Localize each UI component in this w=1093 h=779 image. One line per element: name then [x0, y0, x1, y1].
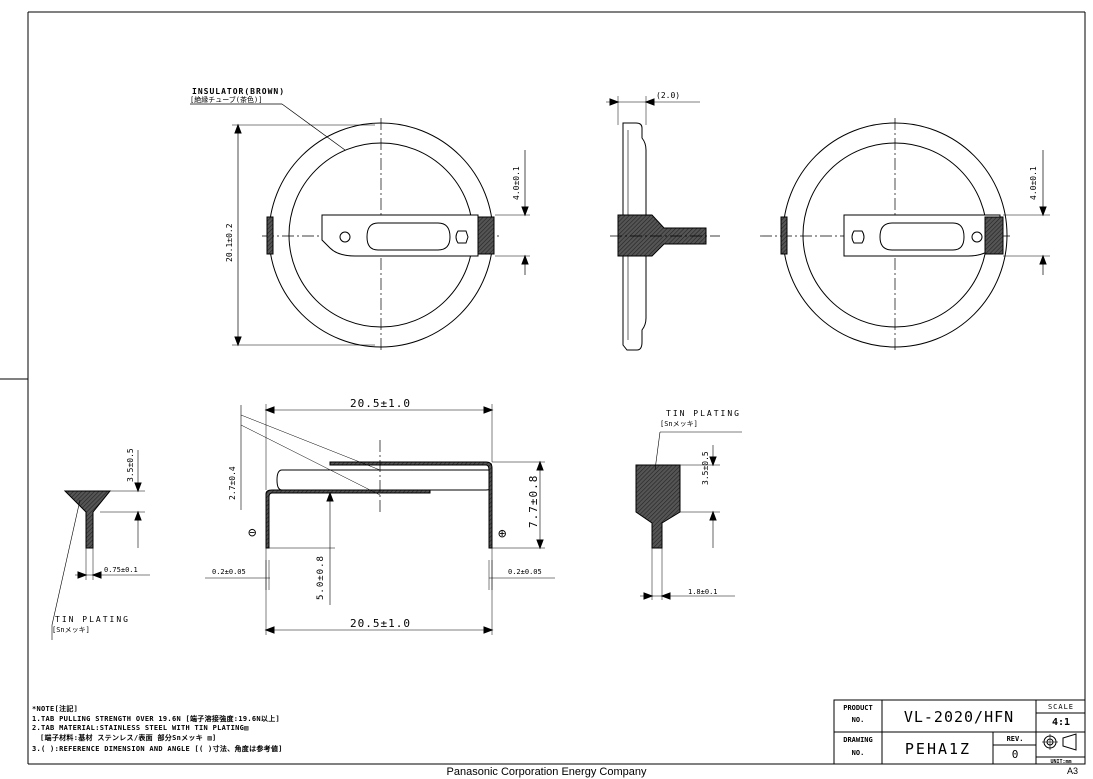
sheet-size: A3 — [1066, 766, 1078, 776]
dim-tab-offset-left: 4.0±0.1 — [512, 166, 521, 200]
dim-right-detail-height: 3.5±0.5 — [701, 451, 710, 485]
dim-diameter: 20.1±0.2 — [225, 223, 234, 262]
product-no-label-1: PRODUCT — [843, 704, 873, 712]
title-block-frame — [833, 699, 1086, 765]
insulator-label: INSULATOR(BROWN) — [192, 87, 286, 96]
dim-leg: 5.0±0.8 — [316, 555, 326, 600]
tab-detail-right — [635, 431, 742, 600]
plus-symbol: ⊕ — [498, 526, 507, 542]
note-2-jp: [端子材料:基材 ステンレス/表面 部分Snメッキ ▨] — [40, 734, 217, 742]
dim-thickness: (2.0) — [656, 91, 681, 100]
note-heading: *NOTE[注記] — [32, 705, 79, 713]
unit-label: UNIT:mm — [1050, 759, 1072, 765]
scale-label: SCALE — [1047, 703, 1075, 711]
tab-detail-left — [51, 450, 150, 640]
dim-width-bottom: 20.5±1.0 — [350, 617, 411, 630]
battery-front-view — [190, 103, 530, 352]
dim-tab-rise: 2.7±0.4 — [228, 466, 237, 500]
rev-value: 0 — [1011, 748, 1019, 761]
sheet-frame — [0, 11, 1086, 765]
dim-width-top: 20.5±1.0 — [350, 397, 411, 410]
tin-plating-label-jp-right: [Snメッキ] — [660, 420, 698, 428]
drawing-no-label-1: DRAWING — [843, 736, 873, 744]
dim-left-detail-width: 0.75±0.1 — [104, 566, 138, 574]
note-1: 1.TAB PULLING STRENGTH OVER 19.6N [端子溶接強… — [32, 715, 281, 723]
insulator-label-jp: [絶縁チューブ(茶色)] — [190, 96, 263, 104]
scale-value: 4:1 — [1051, 717, 1071, 728]
tin-plating-label-left: TIN PLATING — [55, 615, 130, 624]
dim-right-detail-width: 1.8±0.1 — [688, 588, 718, 596]
tin-plating-label-right: TIN PLATING — [666, 409, 741, 418]
tin-plating-label-jp-left: [Snメッキ] — [52, 626, 90, 634]
note-3: 3.( ):REFERENCE DIMENSION AND ANGLE [( )… — [32, 745, 283, 753]
dim-tab-offset-right: 4.0±0.1 — [1029, 166, 1038, 200]
dim-tab-thick-left: 0.2±0.05 — [212, 568, 246, 576]
dim-height: 7.7±0.8 — [527, 474, 540, 528]
rev-label: REV. — [1006, 735, 1024, 743]
product-no-label-2: NO. — [851, 716, 865, 724]
assembly-side-view — [205, 404, 555, 635]
dim-tab-thick-right: 0.2±0.05 — [508, 568, 542, 576]
minus-symbol: ⊖ — [248, 525, 257, 541]
footer-company: Panasonic Corporation Energy Company — [446, 766, 647, 778]
battery-side-view — [606, 96, 720, 351]
battery-back-view — [760, 118, 1050, 352]
drawing-no: PEHA1Z — [904, 740, 972, 758]
dim-left-detail-height: 3.5±0.5 — [126, 448, 135, 482]
drawing-no-label-2: NO. — [851, 749, 865, 757]
note-2: 2.TAB MATERIAL:STAINLESS STEEL WITH TIN … — [32, 724, 249, 732]
product-no: VL-2020/HFN — [903, 708, 1015, 726]
